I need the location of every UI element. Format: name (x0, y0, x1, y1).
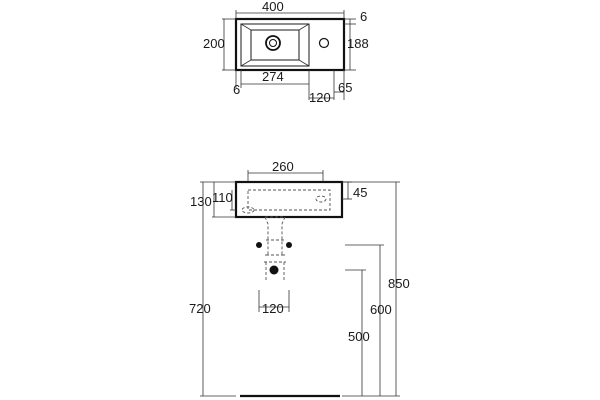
dim-bowl-width: 274 (262, 69, 284, 84)
dim-wall-left: 6 (233, 82, 240, 97)
dim-supply-spacing: 120 (262, 301, 284, 316)
dim-right-depth: 188 (347, 36, 369, 51)
dim-bowl-span: 260 (272, 159, 294, 174)
bowl-outline (240, 23, 310, 67)
dim-width: 400 (262, 0, 284, 14)
dim-depth: 200 (203, 36, 225, 51)
overflow-icon (315, 195, 327, 203)
bowl-inner (250, 29, 300, 61)
dim-tap-edge: 65 (338, 80, 352, 95)
dim-wall-top: 6 (360, 9, 367, 24)
dim-overall-height: 130 (190, 194, 212, 209)
top-view: 400 200 6 188 274 6 120 65 (203, 0, 369, 105)
dim-floor-fixing: 600 (370, 302, 392, 317)
dim-rim-depth: 45 (353, 185, 367, 200)
waste-point-icon (269, 265, 279, 275)
dim-floor-waste: 500 (348, 329, 370, 344)
dim-floor-underside: 720 (189, 301, 211, 316)
basin-outline-front (234, 180, 344, 219)
waste-outlet-icon (241, 206, 255, 214)
tap-hole-icon (318, 37, 330, 49)
dim-floor-top: 850 (388, 276, 410, 291)
front-view: 260 45 130 110 720 120 850 600 (189, 159, 410, 398)
supply-right-icon (286, 242, 292, 248)
drain-icon (265, 35, 281, 51)
dim-rim-height: 110 (212, 190, 233, 205)
supply-left-icon (256, 242, 262, 248)
dim-tap-offset: 120 (309, 90, 331, 105)
basin-outline-top (234, 17, 346, 72)
